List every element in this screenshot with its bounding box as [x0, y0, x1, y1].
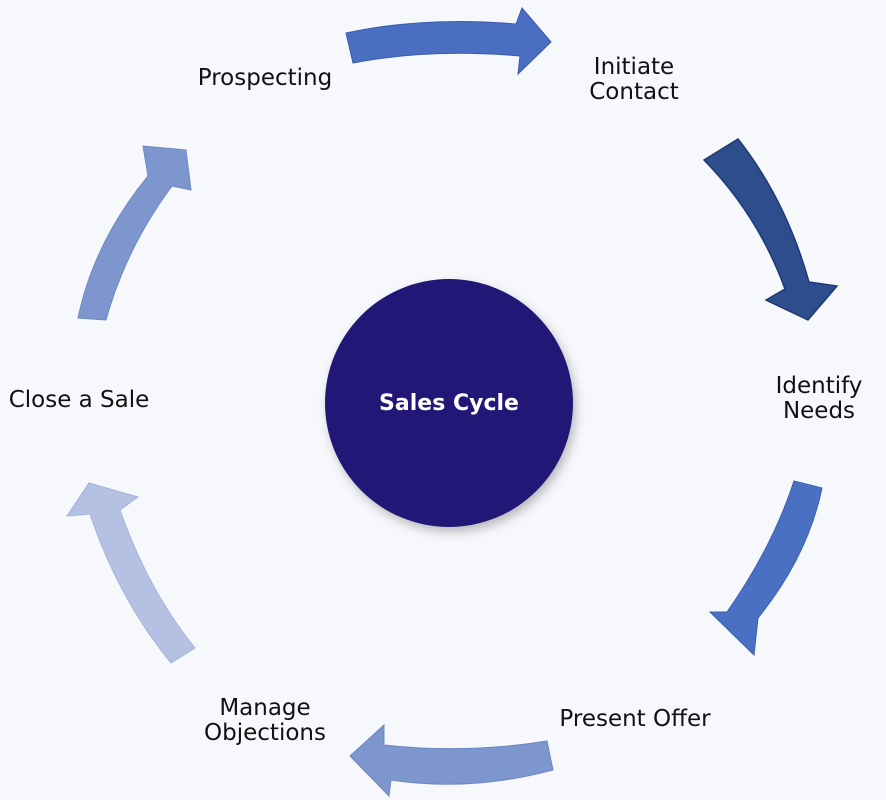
center-title: Sales Cycle [379, 391, 519, 416]
step-label-line: Initiate [593, 54, 675, 80]
center-circle [325, 279, 573, 527]
arrow-initiate-contact-to-identify-needs [702, 138, 839, 321]
step-label-line: Present Offer [559, 706, 711, 732]
step-label-identify-needs: Identify Needs [764, 374, 874, 424]
arrow-prospecting-to-initiate-contact [345, 7, 552, 76]
step-label-line: Objections [204, 720, 326, 746]
arrow-present-offer-to-manage-objections [349, 723, 554, 798]
step-label-line: Needs [782, 398, 856, 424]
arrow-manage-objections-to-close-a-sale [66, 482, 196, 664]
arrow-close-a-sale-to-prospecting [77, 145, 192, 321]
step-label-close-a-sale: Close a Sale [4, 388, 154, 413]
step-label-initiate-contact: Initiate Contact [576, 55, 692, 105]
step-label-line: Identify [775, 373, 863, 399]
step-label-line: Prospecting [197, 65, 333, 91]
step-label-line: Close a Sale [8, 387, 150, 413]
step-label-line: Manage [219, 695, 311, 721]
step-label-line: Contact [589, 79, 679, 105]
step-label-prospecting: Prospecting [190, 66, 340, 91]
step-label-present-offer: Present Offer [550, 707, 720, 732]
arrow-identify-needs-to-present-offer [708, 480, 823, 657]
step-label-manage-objections: Manage Objections [194, 696, 336, 746]
